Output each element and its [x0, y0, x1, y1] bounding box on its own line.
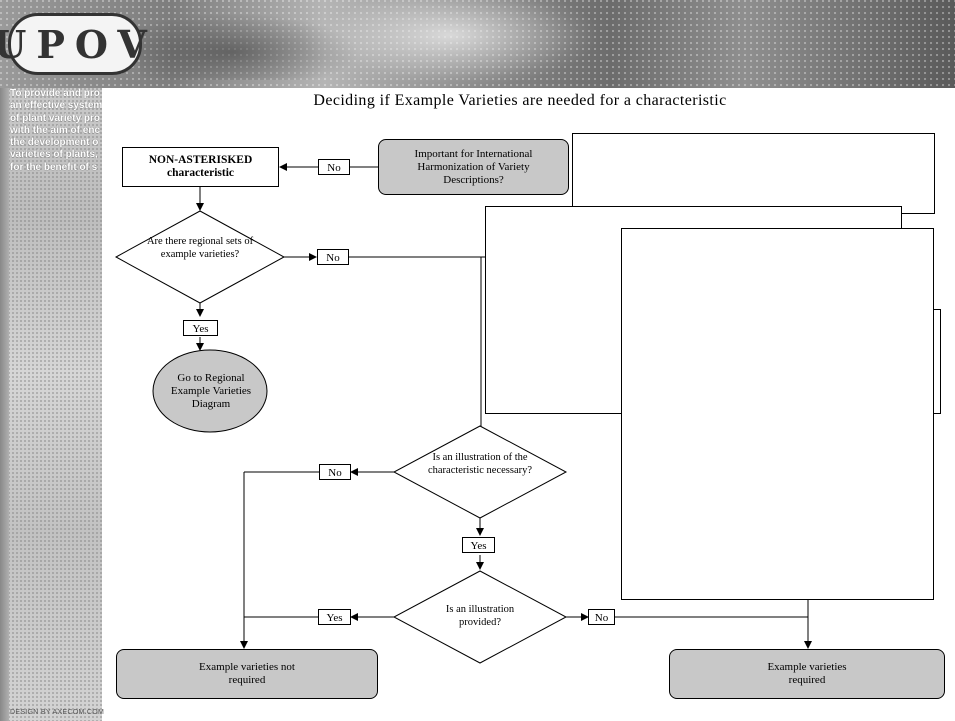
- regional-question: Are there regional sets of example varie…: [146, 236, 254, 260]
- non-asterisked-node: NON-ASTERISKED characteristic: [122, 147, 279, 187]
- sidebar: To provide and pro an effective system o…: [0, 88, 102, 721]
- edge-label-yes: Yes: [462, 537, 495, 553]
- header-banner: UPOV: [0, 0, 955, 88]
- goto-regional-ellipse: [152, 349, 268, 433]
- provided-diamond: [392, 570, 568, 664]
- edge-label-yes: Yes: [318, 609, 351, 625]
- goto-regional-text: Go to Regional Example Varieties Diagram: [170, 372, 252, 410]
- important-node: Important for International Harmonizatio…: [378, 139, 569, 195]
- edge-label-yes: Yes: [183, 320, 218, 336]
- tagline-line: with the aim of enc: [10, 124, 101, 136]
- important-text: Important for International Harmonizatio…: [414, 147, 533, 186]
- tagline-line: To provide and pro: [10, 88, 100, 99]
- tagline-line: the development o: [10, 137, 99, 149]
- blank-panel: [572, 133, 935, 214]
- diagram-title: Deciding if Example Varieties are needed…: [313, 92, 727, 109]
- sidebar-stripe: [0, 88, 9, 721]
- not-required-node: Example varieties not required: [116, 649, 378, 699]
- non-asterisked-subtitle: characteristic: [166, 167, 235, 179]
- tagline-line: varieties of plants,: [10, 149, 98, 161]
- not-required-text: Example varieties not required: [199, 661, 295, 686]
- edge-label-no: No: [318, 159, 350, 175]
- edge-label-no: No: [588, 609, 615, 625]
- regional-diamond: [114, 210, 286, 304]
- banner-decoration: [300, 0, 600, 88]
- tagline-line: of plant variety pro: [10, 112, 101, 124]
- design-credit: DESIGN BY AXECOM.COM: [10, 709, 105, 716]
- edge-label-no: No: [319, 464, 351, 480]
- tagline-line: an effective system: [10, 100, 102, 112]
- tagline-line: for the benefit of s: [10, 161, 98, 173]
- upov-logo[interactable]: UPOV: [0, 13, 147, 75]
- non-asterisked-title: NON-ASTERISKED: [148, 154, 253, 166]
- illustration-provided-question: Is an illustration provided?: [445, 604, 515, 628]
- required-node: Example varieties required: [669, 649, 945, 699]
- illustration-necessary-question: Is an illustration of the characteristic…: [427, 452, 533, 476]
- necessary-diamond: [392, 425, 568, 519]
- edge-label-no: No: [317, 249, 349, 265]
- sidebar-tagline: To provide and pro an effective system o…: [10, 88, 102, 174]
- required-text: Example varieties required: [767, 661, 847, 686]
- blank-panel: [621, 228, 934, 600]
